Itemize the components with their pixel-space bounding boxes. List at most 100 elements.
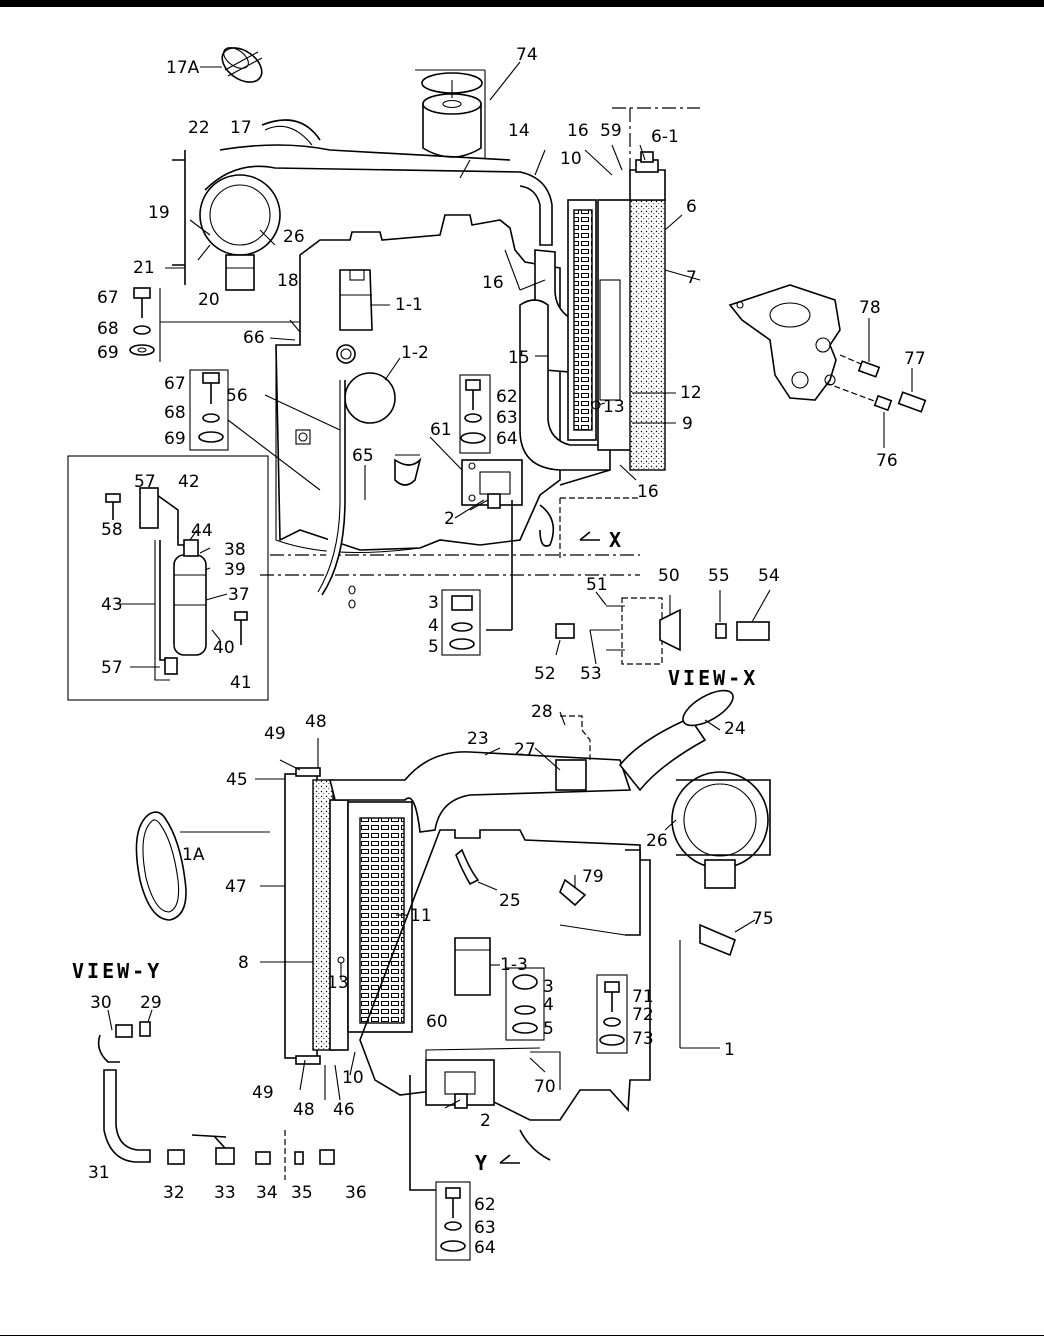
view-x-parts <box>441 589 770 665</box>
label-63b: 63 <box>474 1218 496 1238</box>
label-4a: 4 <box>428 616 439 636</box>
label-53: 53 <box>580 664 602 684</box>
label-1-3: 1-3 <box>500 955 528 975</box>
label-21: 21 <box>133 258 155 278</box>
label-1-1: 1-1 <box>395 295 423 315</box>
label-1: 1 <box>724 1040 735 1060</box>
label-32: 32 <box>163 1183 185 1203</box>
bolt-stack-62-63-64-b <box>435 1181 471 1261</box>
filter-element-74 <box>415 69 486 158</box>
label-14: 14 <box>508 121 530 141</box>
label-31: 31 <box>88 1163 110 1183</box>
bottom-border <box>0 1335 1044 1336</box>
label-45: 45 <box>226 770 248 790</box>
label-12: 12 <box>680 383 702 403</box>
label-75: 75 <box>752 909 774 929</box>
label-63a: 63 <box>496 408 518 428</box>
label-24: 24 <box>724 719 746 739</box>
label-13b: 13 <box>327 973 349 993</box>
label-54: 54 <box>758 566 780 586</box>
label-69a: 69 <box>97 343 119 363</box>
radiator-lower <box>284 767 413 1065</box>
engine-block-upper <box>275 214 561 554</box>
label-30: 30 <box>90 993 112 1013</box>
label-71: 71 <box>632 987 654 1007</box>
label-27: 27 <box>514 740 536 760</box>
label-37: 37 <box>228 585 250 605</box>
label-72: 72 <box>632 1005 654 1025</box>
label-20: 20 <box>198 290 220 310</box>
label-4b: 4 <box>543 995 554 1015</box>
label-64b: 64 <box>474 1238 496 1258</box>
label-3b: 3 <box>543 977 554 997</box>
label-65: 65 <box>352 446 374 466</box>
lower-engine-assembly <box>97 689 771 1261</box>
label-26b: 26 <box>646 831 668 851</box>
label-2a: 2 <box>444 509 455 529</box>
label-7: 7 <box>686 268 697 288</box>
label-10a: 10 <box>560 149 582 169</box>
label-40: 40 <box>213 638 235 658</box>
label-62a: 62 <box>496 387 518 407</box>
upper-engine-assembly <box>67 47 927 701</box>
label-48b: 48 <box>293 1100 315 1120</box>
label-50: 50 <box>658 566 680 586</box>
label-79: 79 <box>582 867 604 887</box>
label-33: 33 <box>214 1183 236 1203</box>
label-42: 42 <box>178 472 200 492</box>
label-70: 70 <box>534 1077 556 1097</box>
label-49a: 49 <box>264 724 286 744</box>
label-74: 74 <box>516 45 538 65</box>
label-67a: 67 <box>97 288 119 308</box>
label-23: 23 <box>467 729 489 749</box>
label-43: 43 <box>101 595 123 615</box>
label-41: 41 <box>230 673 252 693</box>
label-5b: 5 <box>543 1019 554 1039</box>
label-34: 34 <box>256 1183 278 1203</box>
label-17: 17 <box>230 118 252 138</box>
label-69b: 69 <box>164 429 186 449</box>
label-57b: 57 <box>101 658 123 678</box>
label-11: 11 <box>410 906 432 926</box>
air-cleaner-upper <box>172 119 546 291</box>
label-18: 18 <box>277 271 299 291</box>
bolt-stack-3-4-5-b <box>505 967 545 1041</box>
arrow-x-label: X <box>609 528 624 552</box>
intake-hose-lower <box>328 689 771 889</box>
label-6-1: 6-1 <box>651 127 679 147</box>
arrow-y-label: Y <box>475 1151 490 1175</box>
view-x-title: VIEW-X <box>668 666 758 690</box>
radiator-upper <box>567 151 666 471</box>
thermostat-housing <box>728 284 927 448</box>
label-1-2: 1-2 <box>401 343 429 363</box>
label-59: 59 <box>600 121 622 141</box>
bolt-stack-71-72-73 <box>596 974 628 1054</box>
label-15: 15 <box>508 348 530 368</box>
label-60: 60 <box>426 1012 448 1032</box>
view-y-parts <box>97 1021 335 1180</box>
label-38: 38 <box>224 540 246 560</box>
label-10b: 10 <box>342 1068 364 1088</box>
label-62b: 62 <box>474 1195 496 1215</box>
label-68b: 68 <box>164 403 186 423</box>
label-13a: 13 <box>603 397 625 417</box>
label-5a: 5 <box>428 637 439 657</box>
label-2b: 2 <box>480 1111 491 1131</box>
label-57a: 57 <box>134 472 156 492</box>
label-68a: 68 <box>97 319 119 339</box>
label-78: 78 <box>859 298 881 318</box>
label-77: 77 <box>904 349 926 369</box>
fuel-filter-box <box>67 455 269 701</box>
part-labels: 17A 74 22 17 14 16 59 6-1 10 6 19 26 21 … <box>72 45 926 1258</box>
label-36: 36 <box>345 1183 367 1203</box>
label-46: 46 <box>333 1100 355 1120</box>
label-35: 35 <box>291 1183 313 1203</box>
label-49b: 49 <box>252 1083 274 1103</box>
label-55: 55 <box>708 566 730 586</box>
label-6: 6 <box>686 197 697 217</box>
bolt-stack-67-68-69-b <box>189 369 321 491</box>
label-73: 73 <box>632 1029 654 1049</box>
label-16c: 16 <box>637 482 659 502</box>
view-arrows <box>499 531 600 1164</box>
